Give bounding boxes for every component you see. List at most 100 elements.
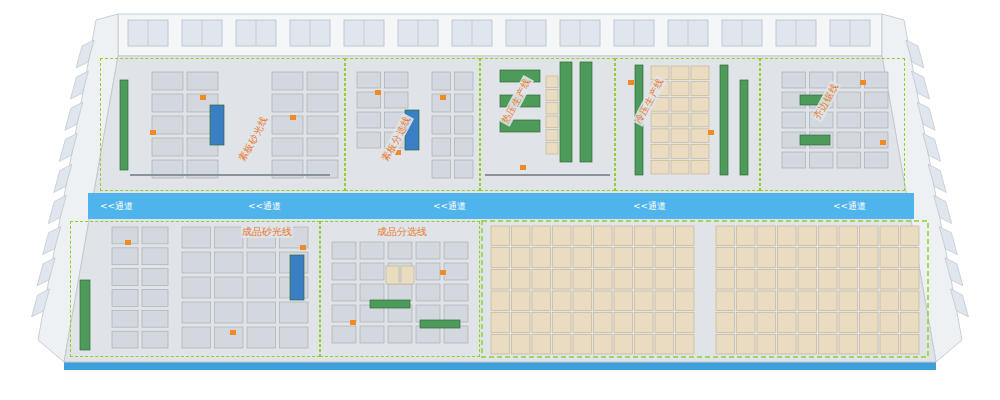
machine xyxy=(580,62,592,162)
zone-label: 齐边锯线 xyxy=(811,80,841,123)
window xyxy=(668,20,708,46)
machine xyxy=(560,62,572,162)
window xyxy=(722,20,762,46)
window xyxy=(923,133,941,161)
warehouse-outline xyxy=(482,221,928,357)
window xyxy=(37,258,55,286)
aisle-label: <<通道 xyxy=(100,200,133,212)
production-zone: 热压生产线 xyxy=(480,58,615,191)
window xyxy=(236,20,276,46)
production-zone: 齐边锯线 xyxy=(760,58,905,191)
machine xyxy=(210,105,224,145)
zone-label: 冷压生产线 xyxy=(632,75,667,127)
window xyxy=(917,102,935,130)
machine xyxy=(290,255,304,300)
window-frame xyxy=(634,20,635,46)
window xyxy=(54,164,72,192)
window xyxy=(506,20,546,46)
window xyxy=(950,289,968,317)
robot-marker xyxy=(440,95,446,100)
aisle-label: <<通道 xyxy=(248,200,281,212)
aisle-band: <<通道 <<通道 <<通道 <<通道 <<通道 xyxy=(88,193,914,219)
robot-marker xyxy=(628,80,634,85)
window-frame xyxy=(310,20,311,46)
floor xyxy=(64,56,936,362)
machine xyxy=(800,135,830,145)
back-wall xyxy=(118,14,882,56)
window xyxy=(928,164,946,192)
window xyxy=(59,133,77,161)
production-zone: 成品分选线 xyxy=(320,221,480,357)
pallet-stacks xyxy=(491,226,694,354)
window xyxy=(43,227,61,255)
window xyxy=(934,196,952,224)
rack-grid xyxy=(332,242,468,343)
window xyxy=(70,71,88,99)
machine xyxy=(370,300,410,308)
window xyxy=(452,20,492,46)
window xyxy=(344,20,384,46)
production-zone: 素板砂光线 xyxy=(100,58,345,191)
rack-grid xyxy=(112,227,168,348)
pallet-stacks xyxy=(546,76,558,154)
zone-label: 成品分选线 xyxy=(376,226,428,238)
window xyxy=(65,102,83,130)
zone-label: 热压生产线 xyxy=(499,75,534,127)
robot-marker xyxy=(350,320,356,325)
rack-grid xyxy=(272,72,338,178)
window-frame xyxy=(418,20,419,46)
window-frame xyxy=(364,20,365,46)
window-frame xyxy=(580,20,581,46)
window xyxy=(614,20,654,46)
robot-marker xyxy=(708,130,714,135)
aisle-label: <<通道 xyxy=(433,200,466,212)
robot-marker xyxy=(150,130,156,135)
machine xyxy=(120,80,128,170)
pallet-stacks xyxy=(386,266,414,284)
robot-marker xyxy=(200,95,206,100)
window xyxy=(182,20,222,46)
window xyxy=(560,20,600,46)
window-frame xyxy=(472,20,473,46)
window xyxy=(945,258,963,286)
aisle-label: <<通道 xyxy=(833,200,866,212)
rack-grid xyxy=(432,72,473,178)
window xyxy=(912,71,930,99)
rack-grid xyxy=(152,72,218,178)
window xyxy=(776,20,816,46)
machine xyxy=(80,280,90,350)
window xyxy=(128,20,168,46)
conveyor xyxy=(485,174,610,176)
pallet-stacks xyxy=(716,226,919,354)
production-zone: 冷压生产线 xyxy=(615,58,760,191)
window-frame xyxy=(256,20,257,46)
robot-marker xyxy=(290,115,296,120)
robot-marker xyxy=(125,240,131,245)
production-zone: 素板分选线 xyxy=(345,58,480,191)
window xyxy=(830,20,870,46)
robot-marker xyxy=(375,90,381,95)
robot-marker xyxy=(860,80,866,85)
zone-label: 素板砂光线 xyxy=(236,113,271,165)
window xyxy=(76,40,94,68)
robot-marker xyxy=(300,245,306,250)
window-frame xyxy=(202,20,203,46)
window xyxy=(398,20,438,46)
zone-label: 成品砂光线 xyxy=(241,226,293,238)
window xyxy=(48,196,66,224)
robot-marker xyxy=(880,140,886,145)
robot-marker xyxy=(230,330,236,335)
robot-marker xyxy=(520,165,526,170)
machine xyxy=(740,80,748,175)
robot-marker xyxy=(440,270,446,275)
window xyxy=(290,20,330,46)
window-frame xyxy=(688,20,689,46)
window-frame xyxy=(742,20,743,46)
window xyxy=(906,40,924,68)
window-frame xyxy=(796,20,797,46)
aisle-label: <<通道 xyxy=(633,200,666,212)
floor-edge xyxy=(64,362,936,370)
window-frame xyxy=(526,20,527,46)
conveyor xyxy=(130,174,330,176)
rack-grid xyxy=(782,72,888,168)
